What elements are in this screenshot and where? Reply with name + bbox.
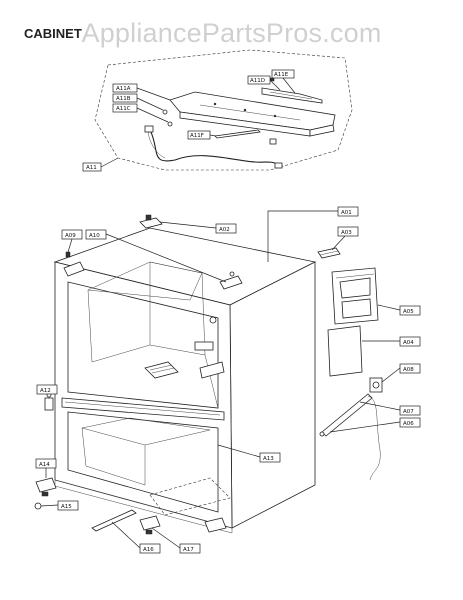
svg-text:A10: A10 xyxy=(89,233,100,239)
callout-a09: A09 xyxy=(61,229,83,253)
a15-part xyxy=(34,502,42,510)
callout-a17: A17 xyxy=(151,527,201,554)
section-title: CABINET xyxy=(24,26,82,41)
callout-a10: A10 xyxy=(85,229,227,283)
svg-text:A17: A17 xyxy=(183,547,194,553)
a08-bracket xyxy=(369,377,383,393)
top-hinge-a02 xyxy=(139,214,163,229)
callout-a11b: A11B xyxy=(112,93,164,111)
svg-text:A05: A05 xyxy=(403,309,414,315)
svg-text:A09: A09 xyxy=(65,233,76,239)
svg-text:A11A: A11A xyxy=(116,86,131,92)
svg-text:A13: A13 xyxy=(263,456,274,462)
svg-text:A06: A06 xyxy=(403,421,414,427)
callout-a16: A16 xyxy=(111,521,161,554)
callout-a06: A06 xyxy=(329,417,421,433)
a04-panel xyxy=(327,325,363,377)
svg-text:A01: A01 xyxy=(341,210,352,216)
svg-text:A02: A02 xyxy=(219,227,230,233)
a16-strip xyxy=(91,509,137,532)
a11-small-parts xyxy=(162,77,275,127)
a11-control-board xyxy=(261,87,323,104)
a11-group-outline xyxy=(94,49,353,171)
callout-a14: A14 xyxy=(35,458,57,478)
svg-text:A08: A08 xyxy=(403,367,414,373)
callout-a11a: A11A xyxy=(112,83,171,101)
callout-a11: A11 xyxy=(82,157,119,172)
a11-cover-plate xyxy=(169,91,336,137)
callout-a07: A07 xyxy=(359,401,421,416)
a11-wire-harness xyxy=(144,125,283,169)
top-hinge-a10 xyxy=(219,271,243,290)
svg-text:A11: A11 xyxy=(86,165,97,171)
a05-frame xyxy=(331,267,379,325)
a07-a06-tube xyxy=(319,393,381,481)
callout-a12: A12 xyxy=(36,384,58,395)
callout-a08: A08 xyxy=(381,363,421,383)
callout-a05: A05 xyxy=(377,304,421,316)
svg-text:A07: A07 xyxy=(403,409,414,415)
a11f-strip xyxy=(214,129,261,139)
callout-a04: A04 xyxy=(362,336,421,347)
svg-text:A15: A15 xyxy=(61,504,72,510)
callout-a01: A01 xyxy=(267,206,359,262)
svg-text:A11F: A11F xyxy=(190,133,204,139)
svg-text:A14: A14 xyxy=(39,462,50,468)
a17-feet xyxy=(139,515,227,535)
svg-text:A11B: A11B xyxy=(116,96,131,102)
a12-part xyxy=(44,392,54,411)
svg-text:A11C: A11C xyxy=(116,106,131,112)
svg-text:A04: A04 xyxy=(403,340,414,346)
svg-text:A12: A12 xyxy=(40,388,51,394)
callout-a15: A15 xyxy=(40,500,79,511)
svg-text:A03: A03 xyxy=(341,230,352,236)
cabinet-body xyxy=(53,227,317,534)
callout-a11e: A11E xyxy=(271,69,296,94)
callout-a11c: A11C xyxy=(112,103,169,123)
a14-foot xyxy=(35,477,57,497)
svg-text:A11D: A11D xyxy=(250,78,265,84)
callout-a11d: A11D xyxy=(247,75,281,91)
callout-a02: A02 xyxy=(159,221,237,234)
svg-text:A16: A16 xyxy=(143,547,154,553)
callout-a03: A03 xyxy=(331,226,359,251)
hinge-a03 xyxy=(317,247,341,259)
svg-text:A11E: A11E xyxy=(274,72,289,78)
callout-a13: A13 xyxy=(217,444,281,463)
callout-a11f: A11F xyxy=(187,130,217,140)
